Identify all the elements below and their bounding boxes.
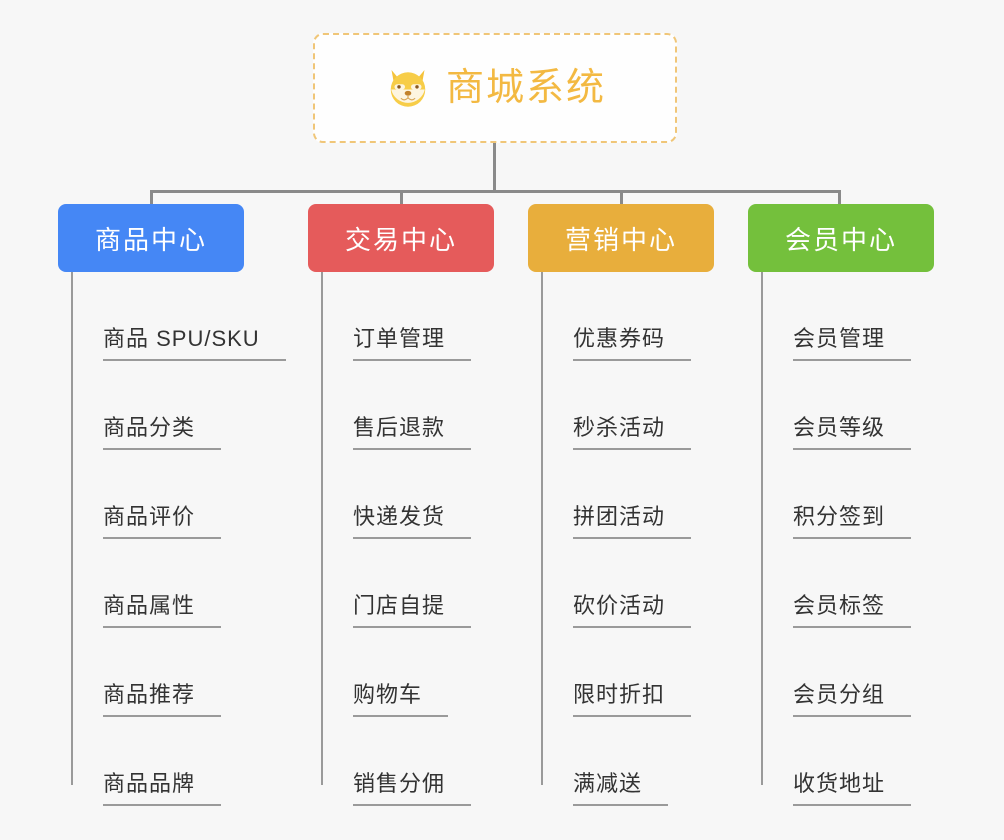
leaf-spine xyxy=(541,272,543,785)
leaf-spine xyxy=(321,272,323,785)
leaf-label: 积分签到 xyxy=(793,506,912,539)
leaf-label: 销售分佣 xyxy=(353,773,472,806)
leaf-item[interactable]: 商品品牌 xyxy=(71,717,278,806)
leaf-label: 秒杀活动 xyxy=(573,417,692,450)
leaf-item[interactable]: 快递发货 xyxy=(321,450,528,539)
leaf-label: 商品推荐 xyxy=(103,684,222,717)
leaf-label: 优惠券码 xyxy=(573,328,692,361)
leaf-label: 商品分类 xyxy=(103,417,222,450)
leaf-item[interactable]: 会员等级 xyxy=(761,361,968,450)
category-header-label: 会员中心 xyxy=(784,224,897,255)
category-header-label: 营销中心 xyxy=(564,224,677,255)
connector-horizontal-bus xyxy=(150,190,840,193)
leaf-item[interactable]: 满减送 xyxy=(541,717,748,806)
leaf-item[interactable]: 购物车 xyxy=(321,628,528,717)
connector-drop-3 xyxy=(620,190,623,206)
category-header-member[interactable]: 会员中心 xyxy=(748,204,934,272)
leaf-item[interactable]: 会员管理 xyxy=(761,272,968,361)
leaf-item[interactable]: 订单管理 xyxy=(321,272,528,361)
leaf-label: 订单管理 xyxy=(353,328,472,361)
leaf-item[interactable]: 商品推荐 xyxy=(71,628,278,717)
root-node[interactable]: 商城系统 xyxy=(313,33,677,143)
category-header-trade[interactable]: 交易中心 xyxy=(308,204,494,272)
leaf-list-marketing: 优惠券码 秒杀活动 拼团活动 砍价活动 限时折扣 满减送 xyxy=(541,272,748,806)
category-header-label: 商品中心 xyxy=(94,224,207,255)
leaf-label: 砍价活动 xyxy=(573,595,692,628)
category-header-product[interactable]: 商品中心 xyxy=(58,204,244,272)
category-column-marketing: 营销中心 优惠券码 秒杀活动 拼团活动 砍价活动 限时折扣 满减送 xyxy=(528,204,748,806)
leaf-label: 会员管理 xyxy=(793,328,912,361)
leaf-item[interactable]: 会员标签 xyxy=(761,539,968,628)
leaf-item[interactable]: 售后退款 xyxy=(321,361,528,450)
leaf-item[interactable]: 限时折扣 xyxy=(541,628,748,717)
leaf-label: 商品品牌 xyxy=(103,773,222,806)
shiba-dog-face-icon xyxy=(384,64,432,112)
leaf-item[interactable]: 优惠券码 xyxy=(541,272,748,361)
leaf-label: 商品 SPU/SKU xyxy=(103,328,286,361)
leaf-label: 商品评价 xyxy=(103,506,222,539)
leaf-label: 限时折扣 xyxy=(573,684,692,717)
leaf-label: 门店自提 xyxy=(353,595,472,628)
leaf-label: 满减送 xyxy=(573,773,669,806)
category-column-product: 商品中心 商品 SPU/SKU 商品分类 商品评价 商品属性 商品推荐 商品品牌 xyxy=(58,204,286,806)
category-column-member: 会员中心 会员管理 会员等级 积分签到 会员标签 会员分组 收货地址 xyxy=(748,204,968,806)
category-header-marketing[interactable]: 营销中心 xyxy=(528,204,714,272)
leaf-item[interactable]: 收货地址 xyxy=(761,717,968,806)
leaf-label: 商品属性 xyxy=(103,595,222,628)
leaf-label: 拼团活动 xyxy=(573,506,692,539)
leaf-label: 会员标签 xyxy=(793,595,912,628)
leaf-item[interactable]: 门店自提 xyxy=(321,539,528,628)
leaf-list-product: 商品 SPU/SKU 商品分类 商品评价 商品属性 商品推荐 商品品牌 xyxy=(71,272,286,806)
leaf-list-trade: 订单管理 售后退款 快递发货 门店自提 购物车 销售分佣 xyxy=(321,272,528,806)
leaf-item[interactable]: 积分签到 xyxy=(761,450,968,539)
leaf-label: 收货地址 xyxy=(793,773,912,806)
leaf-spine xyxy=(761,272,763,785)
category-header-label: 交易中心 xyxy=(344,224,457,255)
leaf-label: 会员等级 xyxy=(793,417,912,450)
leaf-item[interactable]: 销售分佣 xyxy=(321,717,528,806)
leaf-label: 售后退款 xyxy=(353,417,472,450)
leaf-item[interactable]: 商品评价 xyxy=(71,450,278,539)
connector-drop-1 xyxy=(150,190,153,206)
leaf-item[interactable]: 商品属性 xyxy=(71,539,278,628)
connector-root-stem xyxy=(493,143,496,193)
connector-drop-2 xyxy=(400,190,403,206)
leaf-item[interactable]: 砍价活动 xyxy=(541,539,748,628)
leaf-item[interactable]: 商品 SPU/SKU xyxy=(71,272,286,361)
leaf-item[interactable]: 秒杀活动 xyxy=(541,361,748,450)
leaf-list-member: 会员管理 会员等级 积分签到 会员标签 会员分组 收货地址 xyxy=(761,272,968,806)
root-title: 商城系统 xyxy=(445,67,606,109)
leaf-spine xyxy=(71,272,73,785)
leaf-item[interactable]: 会员分组 xyxy=(761,628,968,717)
leaf-label: 会员分组 xyxy=(793,684,912,717)
leaf-label: 快递发货 xyxy=(353,506,472,539)
leaf-item[interactable]: 拼团活动 xyxy=(541,450,748,539)
leaf-label: 购物车 xyxy=(353,684,449,717)
leaf-item[interactable]: 商品分类 xyxy=(71,361,278,450)
connector-drop-4 xyxy=(838,190,841,206)
category-column-trade: 交易中心 订单管理 售后退款 快递发货 门店自提 购物车 销售分佣 xyxy=(308,204,528,806)
